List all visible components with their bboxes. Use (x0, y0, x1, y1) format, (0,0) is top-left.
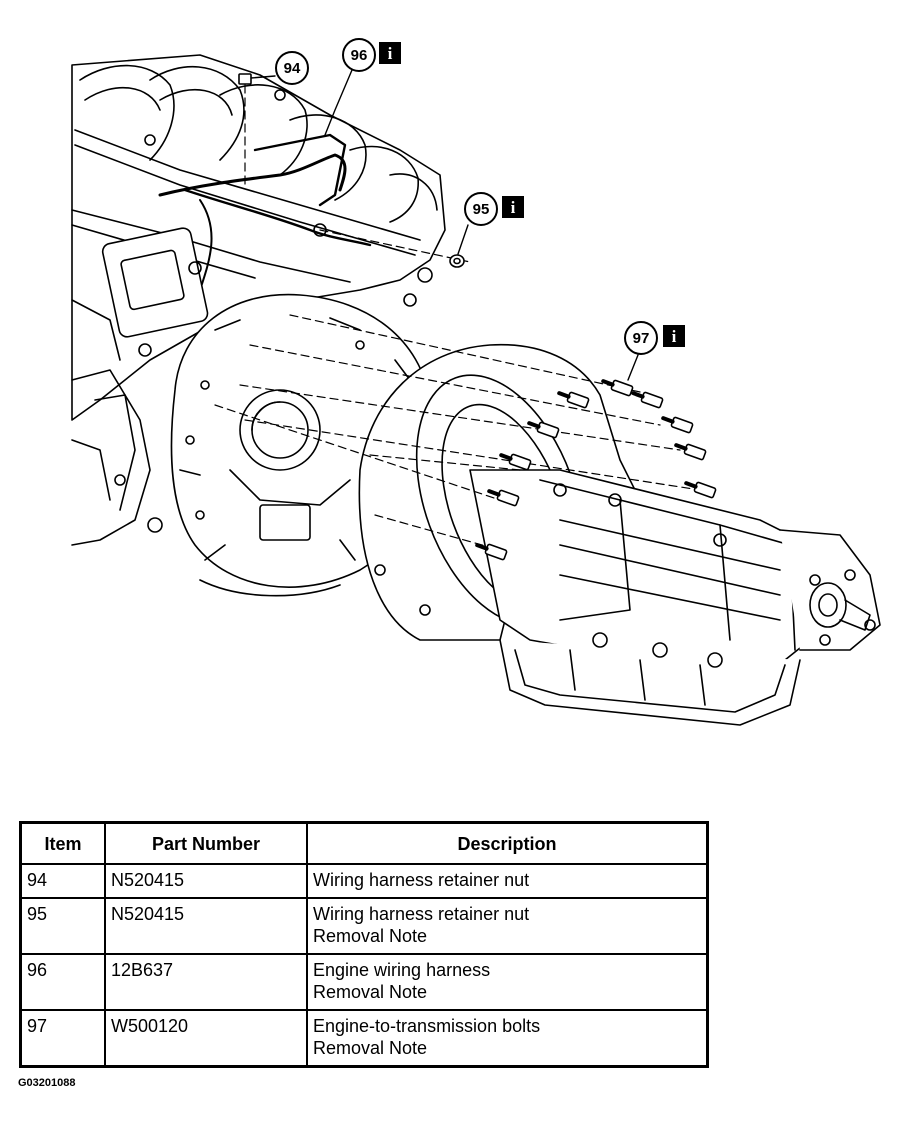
transmission-drawing (358, 343, 881, 726)
description-text: Wiring harness retainer nut (313, 870, 530, 890)
engine-transmission-illustration: 94 96 i 95 i 97 i (71, 38, 881, 726)
callout-97: 97 i (624, 321, 685, 355)
bolt-group-97 (475, 379, 717, 561)
svg-text:94: 94 (284, 60, 301, 77)
info-square-icon (663, 325, 685, 347)
header-part-number: Part Number (104, 821, 308, 865)
info-square-icon (379, 42, 401, 64)
header-description: Description (306, 821, 709, 865)
description-text: Engine-to-transmission bolts (313, 1016, 541, 1036)
callout-leaders (250, 69, 639, 381)
part-number-cell: W500120 (104, 1009, 308, 1068)
alignment-lines (214, 84, 701, 551)
part-number-cell: N520415 (104, 897, 308, 955)
table-header-row: Item Part Number Description (19, 821, 709, 865)
item-cell: 96 (19, 953, 106, 1011)
description-text: Engine wiring harness (313, 960, 491, 980)
svg-text:97: 97 (633, 330, 650, 347)
description-cell: Wiring harness retainer nut (306, 863, 709, 899)
engine-block-drawing (71, 54, 446, 546)
nut-95 (449, 254, 465, 268)
description-text: Wiring harness retainer nut (313, 904, 530, 924)
removal-note-link[interactable]: Removal Note (313, 1038, 428, 1058)
svg-text:95: 95 (473, 201, 490, 218)
part-number-cell: N520415 (104, 863, 308, 899)
item-cell: 97 (19, 1009, 106, 1068)
callout-96: 96 i (342, 38, 401, 72)
item-cell: 95 (19, 897, 106, 955)
info-square-icon (502, 196, 524, 218)
item-cell: 94 (19, 863, 106, 899)
svg-text:96: 96 (351, 47, 368, 64)
svg-text:i: i (672, 327, 677, 346)
callout-95: 95 i (464, 192, 524, 226)
removal-note-link[interactable]: Removal Note (313, 982, 428, 1002)
removal-note-link[interactable]: Removal Note (313, 926, 428, 946)
figure-code: G03201088 (18, 1077, 76, 1089)
header-item: Item (19, 821, 106, 865)
svg-text:i: i (511, 198, 516, 217)
table-row: 94 N520415 Wiring harness retainer nut (19, 863, 709, 899)
part-number-cell: 12B637 (104, 953, 308, 1011)
parts-table: Item Part Number Description 94 N520415 … (19, 821, 709, 1068)
svg-text:i: i (388, 44, 393, 63)
nut-94 (238, 73, 252, 85)
callout-94: 94 (275, 51, 309, 85)
